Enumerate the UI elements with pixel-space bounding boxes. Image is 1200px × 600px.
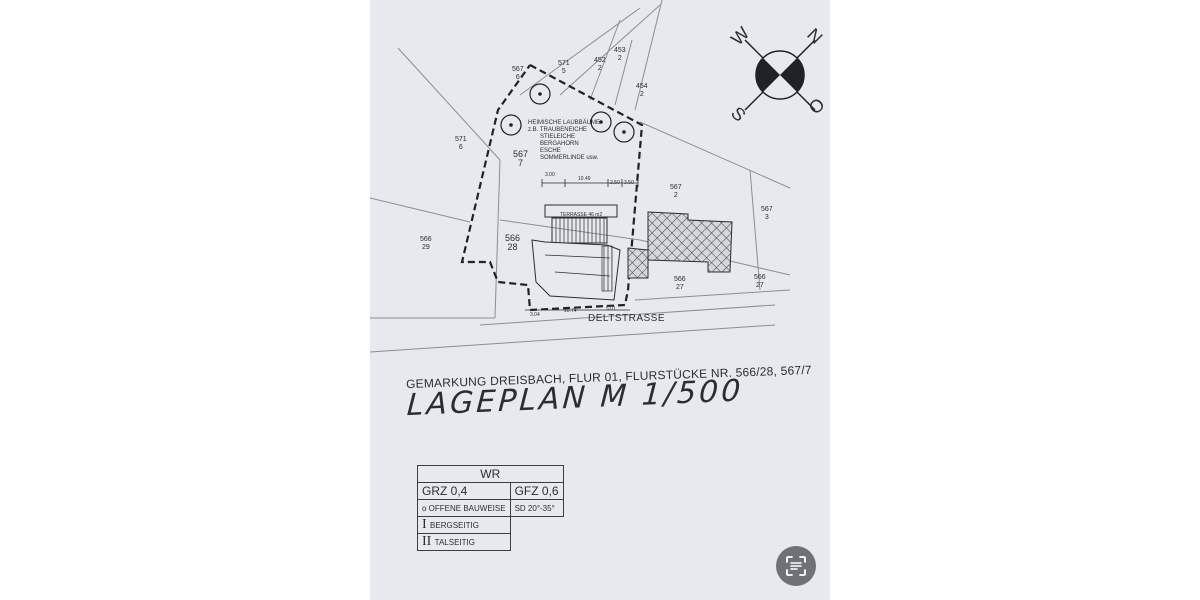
parcel-label: 566 28 [505, 233, 521, 252]
parcel-label: 566 27 [674, 276, 686, 291]
parcel-label: 454 2 [636, 83, 648, 98]
text-scan-button[interactable] [776, 546, 816, 586]
north-arrow [744, 39, 816, 111]
parcel-label: 567 6 [512, 66, 524, 81]
tree-note-line: BERGAHORN [540, 141, 579, 147]
empty-cell [510, 517, 563, 534]
scanned-site-plan: W N S O 567 6 571 5 452 2 453 2 454 2 57… [370, 0, 830, 600]
parcel-label: 567 2 [670, 184, 682, 199]
floor-upper-label: BERGSEITIG [430, 521, 479, 530]
parcel-label: 453 2 [614, 47, 626, 62]
zone-type: WR [417, 465, 564, 483]
dimension-label: 2.50 [610, 180, 620, 186]
zoning-legend: WR GRZ 0,4 GFZ 0,6 o OFFENE BAUWEISE SD … [417, 465, 564, 551]
tree-note-line: z.B. TRAUBENEICHE [528, 127, 587, 133]
tree-symbols [500, 83, 635, 143]
property-boundary [460, 64, 644, 312]
parcel-label: 567 7 [513, 149, 529, 168]
dimension-label: 3.04 [530, 312, 540, 318]
text-scan-icon [786, 556, 806, 576]
parcel-label: 571 5 [558, 60, 570, 75]
dimension-label: 3.50 [624, 180, 634, 186]
grz-value: GRZ 0,4 [417, 482, 511, 500]
terrace-label: TERRASSE 46 m2 [560, 212, 603, 218]
dimension-label: 5.01 [606, 306, 616, 312]
street-name: DELTSTRASSE [588, 313, 665, 324]
site-plan-drawing [370, 0, 816, 353]
floor-lower-number: II [422, 534, 432, 549]
tree-note: HEIMISCHE LAUBBÄUME z.B. TRAUBENEICHE ST… [528, 120, 600, 162]
tree-note-line: SOMMERLINDE usw. [540, 155, 599, 161]
dimension-label: 10.74 [564, 308, 577, 314]
floor-lower-label: TALSEITIG [434, 538, 475, 547]
parcel-label: 566 27 [754, 274, 766, 289]
existing-building [627, 211, 733, 279]
roof-value: SD 20°-35° [509, 499, 564, 517]
tree-note-line: STIELEICHE [540, 134, 576, 140]
bauweise-value: o OFFENE BAUWEISE [417, 499, 511, 517]
tree-note-line: HEIMISCHE LAUBBÄUME [528, 120, 601, 126]
planned-house [531, 204, 621, 301]
dimension-label: 10.49 [578, 176, 591, 182]
parcel-label: 571 6 [455, 136, 467, 151]
dimension-lines [525, 179, 639, 311]
floor-lower: II TALSEITIG [417, 533, 511, 551]
parcel-label: 566 29 [420, 236, 432, 251]
parcel-label: 452 2 [594, 57, 606, 72]
tree-note-line: ESCHE [540, 148, 561, 154]
empty-cell [510, 534, 563, 551]
floor-upper: I BERGSEITIG [417, 516, 511, 534]
dimension-label: 3.00 [545, 172, 555, 178]
gfz-value: GFZ 0,6 [509, 482, 564, 500]
parcel-label: 567 3 [761, 206, 773, 221]
floor-upper-number: I [422, 517, 427, 532]
